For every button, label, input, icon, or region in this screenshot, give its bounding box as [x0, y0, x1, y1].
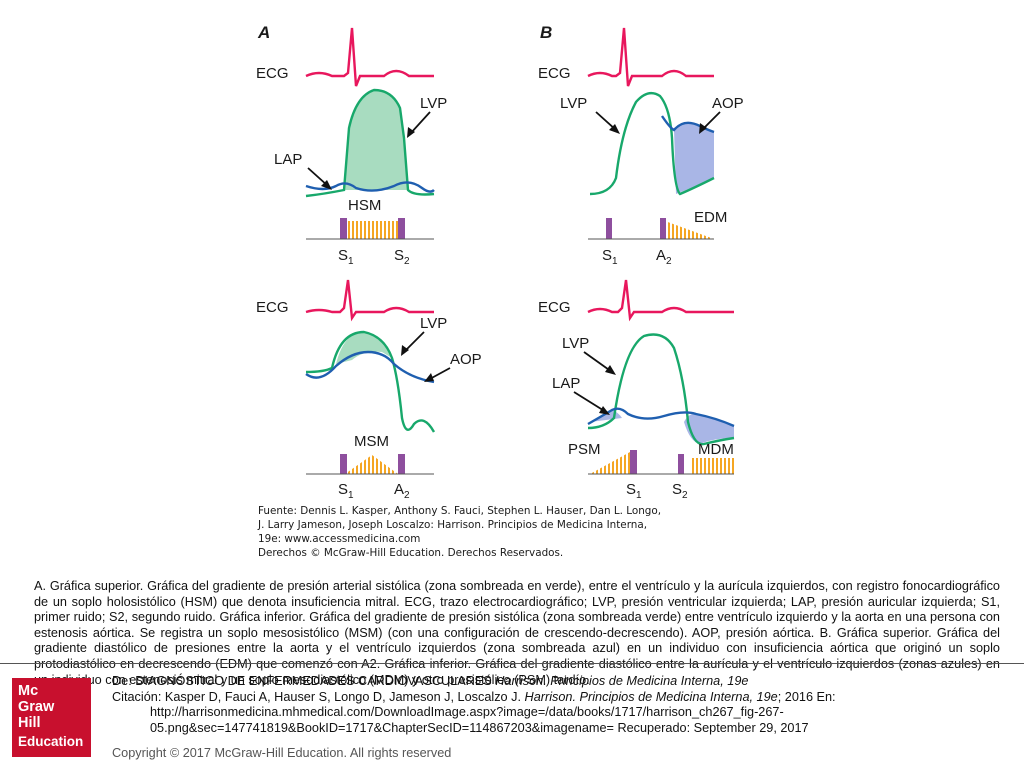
source-line: 19e: www.accessmedicina.com	[258, 533, 420, 545]
s1-sound-bar	[606, 218, 612, 239]
ecg-trace	[587, 27, 714, 87]
lvp-arrowhead	[401, 345, 409, 356]
lap-trace	[587, 407, 735, 428]
figure-caption: A. Gráfica superior. Gráfica del gradien…	[34, 579, 1000, 687]
lvp-shaded-region	[344, 90, 408, 190]
psm-label: PSM	[568, 441, 601, 458]
aop-arrowhead	[424, 373, 434, 382]
lap-label: LAP	[274, 151, 302, 168]
divider	[0, 663, 1024, 664]
edm-murmur	[665, 221, 714, 239]
ecg-trace	[305, 27, 434, 87]
s2-label: S2	[672, 481, 688, 501]
citation-url-line[interactable]: http://harrisonmedicina.mhmedical.com/Do…	[150, 705, 784, 720]
psm-murmur	[590, 452, 630, 474]
mdm-label: MDM	[698, 441, 734, 458]
lvp-arrow	[403, 331, 425, 353]
s1-label: S1	[338, 247, 354, 267]
msm-label: MSM	[354, 433, 389, 450]
panel-b-letter: B	[540, 23, 552, 42]
lvp-label: LVP	[560, 95, 587, 112]
citation-block: De: DIAGNÓSTICO DE ENFERMEDADES CARDIOVA…	[112, 674, 992, 736]
msm-murmur	[345, 455, 398, 474]
source-line: J. Larry Jameson, Joseph Loscalzo: Harri…	[257, 519, 647, 531]
source-block: Fuente: Dennis L. Kasper, Anthony S. Fau…	[257, 505, 661, 559]
ecg-label: ECG	[538, 65, 571, 82]
source-line: Fuente: Dennis L. Kasper, Anthony S. Fau…	[258, 505, 661, 517]
hsm-murmur	[347, 221, 398, 239]
lvp-trace	[587, 333, 735, 446]
copyright-notice: Copyright © 2017 McGraw-Hill Education. …	[112, 746, 452, 760]
citation-line2-title: Harrison. Principios de Medicina Interna…	[524, 689, 778, 704]
mdm-murmur	[692, 458, 734, 474]
a2-label: A2	[656, 247, 672, 267]
logo-line: Mc	[18, 683, 39, 699]
lvp-arrow	[409, 111, 431, 135]
s1-sound-bar	[630, 450, 637, 474]
s2-sound-bar	[398, 218, 405, 239]
lap-label: LAP	[552, 375, 580, 392]
aop-label: AOP	[450, 351, 482, 368]
ecg-label: ECG	[256, 299, 289, 316]
citation-url-line[interactable]: 05.png&sec=147741819&BookID=1717&Chapter…	[150, 720, 809, 735]
logo-line: Graw	[18, 699, 55, 715]
aop-label: AOP	[712, 95, 744, 112]
ecg-trace	[305, 279, 434, 322]
lvp-arrowhead	[407, 127, 415, 138]
s1-sound-bar	[340, 218, 347, 239]
lvp-trace	[305, 330, 436, 433]
s1-sound-bar	[340, 454, 347, 474]
edm-label: EDM	[694, 209, 727, 226]
s2-sound-bar	[678, 454, 684, 474]
ecg-label: ECG	[256, 65, 289, 82]
aop-trace	[661, 115, 715, 134]
panel-b-top: B ECG LVP AOP EDM S1 A2	[538, 23, 744, 267]
hsm-label: HSM	[348, 197, 381, 214]
source-line: Derechos © McGraw-Hill Education. Derech…	[258, 547, 563, 559]
ecg-label: ECG	[538, 299, 571, 316]
s2-label: S2	[394, 247, 410, 267]
s1-label: S1	[338, 481, 354, 501]
lvp-trace	[305, 88, 435, 198]
lvp-arrow	[583, 351, 613, 373]
lvp-label: LVP	[562, 335, 589, 352]
heart-murmur-figure: A ECG LVP LAP HSM S1 S2 B ECG LVP AOP	[256, 23, 744, 559]
citation-prefix: De: DIAGNÓSTICO DE ENFERMEDADES CARDIOVA…	[112, 674, 496, 688]
a2-sound-bar	[398, 454, 405, 474]
lvp-arrowhead	[609, 124, 620, 134]
citation-line2-suffix: ; 2016 En:	[777, 689, 836, 704]
lap-arrow	[573, 391, 607, 413]
lvp-trace	[589, 91, 715, 196]
panel-a-top: A ECG LVP LAP HSM S1 S2	[256, 23, 447, 267]
lap-arrowhead	[321, 180, 332, 190]
aop-trace	[305, 350, 435, 384]
panel-b-bottom: ECG LVP LAP PSM MDM S1 S2	[538, 279, 735, 501]
panel-a-letter: A	[257, 23, 270, 42]
lvp-label: LVP	[420, 95, 447, 112]
lap-trace	[305, 181, 435, 193]
lvp-label: LVP	[420, 315, 447, 332]
ecg-trace	[587, 279, 734, 322]
logo-line: Hill	[18, 715, 41, 731]
lap-arrowhead	[599, 406, 610, 415]
a2-label: A2	[394, 481, 410, 501]
citation-line2-prefix: Citación: Kasper D, Fauci A, Hauser S, L…	[112, 689, 525, 704]
a2-sound-bar	[660, 218, 666, 239]
logo-line: Education	[18, 734, 84, 749]
aop-arrowhead	[699, 123, 707, 134]
aop-shaded-region	[674, 122, 714, 194]
s1-label: S1	[626, 481, 642, 501]
s1-label: S1	[602, 247, 618, 267]
lvp-arrowhead	[605, 365, 616, 375]
citation-title: Harrison. Principios de Medicina Interna…	[495, 674, 749, 688]
panel-a-bottom: ECG LVP AOP MSM S1 A2	[256, 279, 482, 501]
mcgraw-hill-logo: Mc Graw Hill Education	[12, 678, 91, 757]
